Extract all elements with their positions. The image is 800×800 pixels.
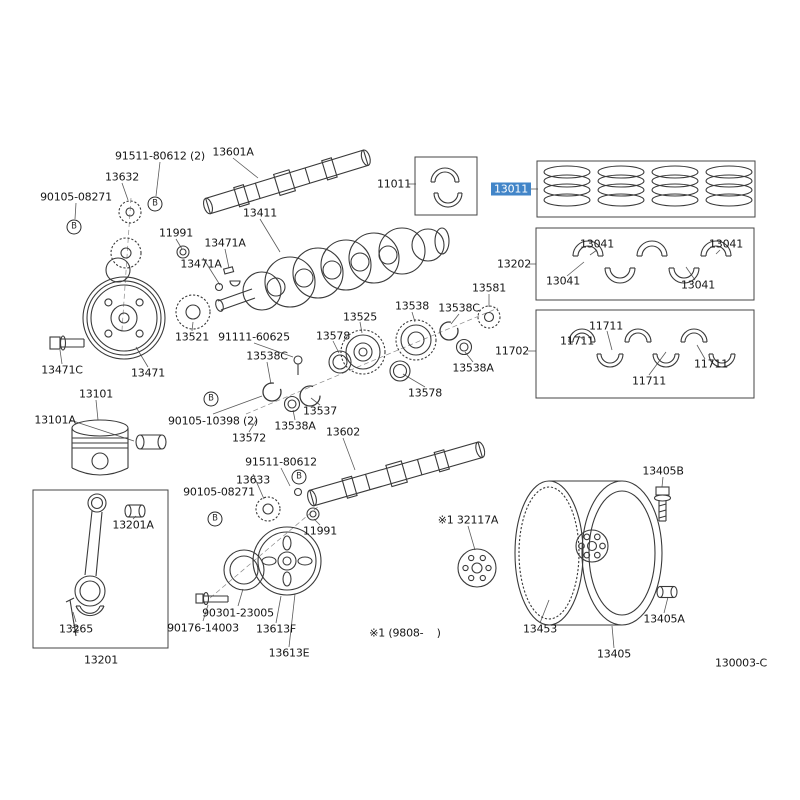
- part-label-13613E[interactable]: 13613E: [268, 646, 310, 660]
- part-label-1-32117A[interactable]: ※1 32117A: [437, 513, 499, 527]
- drive-plate-spacer: [457, 548, 497, 588]
- thrust-washer-set: [414, 156, 478, 216]
- part-label-13471A[interactable]: 13471A: [180, 257, 222, 271]
- crankshaft-keys: [214, 266, 241, 292]
- part-label-90105-08271[interactable]: 90105-08271: [183, 485, 255, 499]
- washer-11991-rear: [306, 507, 320, 521]
- part-label-90105-10398-2[interactable]: 90105-10398 (2): [167, 414, 259, 428]
- piston-pin: [135, 434, 167, 450]
- part-label-13265[interactable]: 13265: [59, 622, 93, 636]
- part-label-91511-80612[interactable]: 91511-80612: [245, 455, 317, 469]
- balance-shaft-front: [202, 149, 371, 215]
- rod-bearing-set: [535, 309, 755, 399]
- part-label-91511-80612-2[interactable]: 91511-80612 (2): [114, 149, 206, 163]
- flywheel-bolt: [653, 486, 672, 522]
- part-label-13041[interactable]: 13041: [580, 237, 614, 251]
- part-label-13405B[interactable]: 13405B: [642, 464, 684, 478]
- part-label-13521[interactable]: 13521: [175, 330, 209, 344]
- flywheel: [514, 480, 663, 626]
- part-label-11711[interactable]: 11711: [560, 334, 594, 348]
- rod-bush: [124, 504, 146, 518]
- part-label-11011[interactable]: 11011: [377, 177, 411, 191]
- dowel-pin: [656, 585, 678, 599]
- leader-lines: [59, 157, 721, 649]
- part-label-11991[interactable]: 11991: [303, 524, 337, 538]
- part-label-13041[interactable]: 13041: [681, 278, 715, 292]
- connecting-rod-assembly: [32, 489, 169, 649]
- part-label-13471C[interactable]: 13471C: [41, 363, 83, 377]
- piston-ring-set: [536, 160, 756, 218]
- part-label-13572[interactable]: 13572: [232, 431, 266, 445]
- crankshaft: [215, 227, 450, 312]
- crank-sprocket: [105, 237, 142, 283]
- part-label-13525[interactable]: 13525: [343, 310, 377, 324]
- part-label-13202[interactable]: 13202: [497, 257, 531, 271]
- part-label-13201A[interactable]: 13201A: [112, 518, 154, 532]
- balance-shaft-gear-13632: [118, 200, 142, 224]
- part-label-13101A[interactable]: 13101A: [34, 413, 76, 427]
- part-label-13578[interactable]: 13578: [408, 386, 442, 400]
- part-label-90301-23005[interactable]: 90301-23005: [202, 606, 274, 620]
- bolt-standard-part-mark[interactable]: B: [147, 196, 163, 212]
- pulley-bolt: [49, 335, 85, 351]
- part-label-11991[interactable]: 11991: [159, 226, 193, 240]
- bolt-standard-part-mark[interactable]: B: [66, 219, 82, 235]
- figure-code: 130003-C: [714, 656, 768, 670]
- part-label-11711[interactable]: 11711: [589, 319, 623, 333]
- part-label-13632[interactable]: 13632: [105, 170, 139, 184]
- part-label-13011[interactable]: 13011: [491, 182, 531, 196]
- part-label-13613F[interactable]: 13613F: [255, 622, 297, 636]
- part-label-13578[interactable]: 13578: [316, 329, 350, 343]
- part-label-11711[interactable]: 11711: [632, 374, 666, 388]
- part-label-13538C[interactable]: 13538C: [246, 349, 288, 363]
- part-label-13201[interactable]: 13201: [84, 653, 118, 667]
- bolt-standard-part-mark[interactable]: B: [207, 511, 223, 527]
- main-bearing-set: [535, 227, 755, 301]
- part-label-13041[interactable]: 13041: [709, 237, 743, 251]
- part-label-11702[interactable]: 11702: [495, 344, 529, 358]
- part-label-13101[interactable]: 13101: [79, 387, 113, 401]
- part-label-13471[interactable]: 13471: [131, 366, 165, 380]
- part-label-13405A[interactable]: 13405A: [643, 612, 685, 626]
- bolt-standard-part-mark[interactable]: B: [291, 469, 307, 485]
- date-range-note: ※1 (9808- ): [369, 626, 441, 640]
- balance-shaft-pulley: [252, 526, 322, 596]
- part-label-13538A[interactable]: 13538A: [452, 361, 494, 375]
- part-label-13453[interactable]: 13453: [523, 622, 557, 636]
- part-label-13601A[interactable]: 13601A: [212, 145, 254, 159]
- part-label-13041[interactable]: 13041: [546, 274, 580, 288]
- part-label-13538[interactable]: 13538: [395, 299, 429, 313]
- gear-cluster: [262, 305, 501, 413]
- crankshaft-pulley: [82, 276, 166, 360]
- part-label-11711[interactable]: 11711: [694, 357, 728, 371]
- balance-shaft-gear-13633: [255, 487, 303, 522]
- piston: [71, 419, 129, 476]
- part-label-13538C[interactable]: 13538C: [438, 301, 480, 315]
- part-label-90176-14003[interactable]: 90176-14003: [167, 621, 239, 635]
- washer-11991-front: [176, 245, 190, 259]
- part-label-13537[interactable]: 13537: [303, 404, 337, 418]
- part-label-91111-60625[interactable]: 91111-60625: [218, 330, 290, 344]
- balance-shaft-rear: [307, 441, 486, 507]
- part-label-13405[interactable]: 13405: [597, 647, 631, 661]
- oil-seal: [223, 549, 265, 591]
- pulley-bolt-rear: [195, 591, 229, 606]
- part-label-13633[interactable]: 13633: [236, 473, 270, 487]
- part-label-13602[interactable]: 13602: [326, 425, 360, 439]
- part-label-90105-08271[interactable]: 90105-08271: [40, 190, 112, 204]
- part-label-13581[interactable]: 13581: [472, 281, 506, 295]
- bolt-standard-part-mark[interactable]: B: [203, 391, 219, 407]
- crank-timing-gear-13521: [175, 294, 211, 330]
- part-label-13471A[interactable]: 13471A: [204, 236, 246, 250]
- part-label-13538A[interactable]: 13538A: [274, 419, 316, 433]
- part-label-13411[interactable]: 13411: [243, 206, 277, 220]
